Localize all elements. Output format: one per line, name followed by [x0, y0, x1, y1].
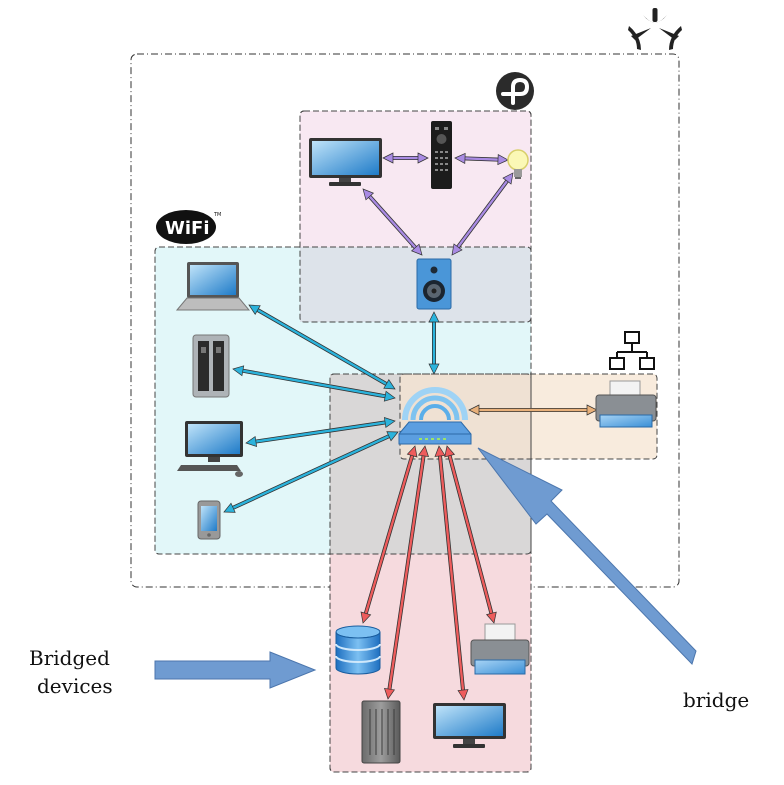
matter-fabric-boundary [130, 53, 680, 588]
link-router-tower [383, 445, 430, 700]
bridged-printer-icon [470, 623, 530, 675]
light-bulb-icon [507, 149, 529, 179]
laptop-icon [175, 262, 251, 311]
bridged-caption-line2: devices [37, 674, 113, 698]
matter-logo-icon [628, 8, 682, 50]
bridge-caption: bridge [683, 688, 750, 712]
desktop-computer-icon [177, 421, 243, 477]
thread-monitor-icon [309, 138, 382, 186]
connection-links [223, 152, 598, 701]
smart-speaker-icon [416, 258, 452, 310]
thread-wifi-overlap [300, 247, 531, 322]
link-router-database [360, 445, 418, 624]
bridged-devices-arrow [154, 651, 317, 689]
remote-control-icon [431, 121, 452, 189]
nas-server-icon [192, 334, 230, 398]
smartphone-icon [197, 500, 221, 540]
ethernet-printer-icon [595, 380, 657, 428]
link-bulb-speaker [451, 172, 514, 256]
link-router-bridged-printer [444, 445, 497, 624]
server-tower-icon [361, 700, 401, 764]
bridge-pointer-arrow [477, 447, 697, 665]
link-laptop-router [248, 304, 396, 390]
wifi-router-icon [398, 387, 472, 445]
link-nas-router [232, 365, 396, 402]
link-monitor-remote [382, 152, 429, 164]
link-remote-bulb [454, 152, 509, 166]
ethernet-network-icon [609, 331, 655, 370]
link-router-printer [468, 404, 598, 416]
link-speaker-router [428, 311, 440, 375]
wifi-logo-text: WiFi [165, 218, 210, 239]
database-icon [335, 625, 381, 675]
svg-text:TM: TM [213, 212, 221, 218]
wifi-logo-icon: WiFi TM [156, 210, 221, 244]
thread-logo-icon [496, 72, 534, 110]
bridged-caption-line1: Bridged [29, 646, 110, 670]
link-phone-router [223, 431, 399, 513]
link-monitor-speaker [362, 188, 423, 256]
bridged-monitor-icon [433, 703, 506, 748]
link-router-monitor [434, 445, 469, 701]
link-desktop-router [245, 417, 396, 447]
bridged-devices-caption: Bridged devices [29, 644, 113, 700]
